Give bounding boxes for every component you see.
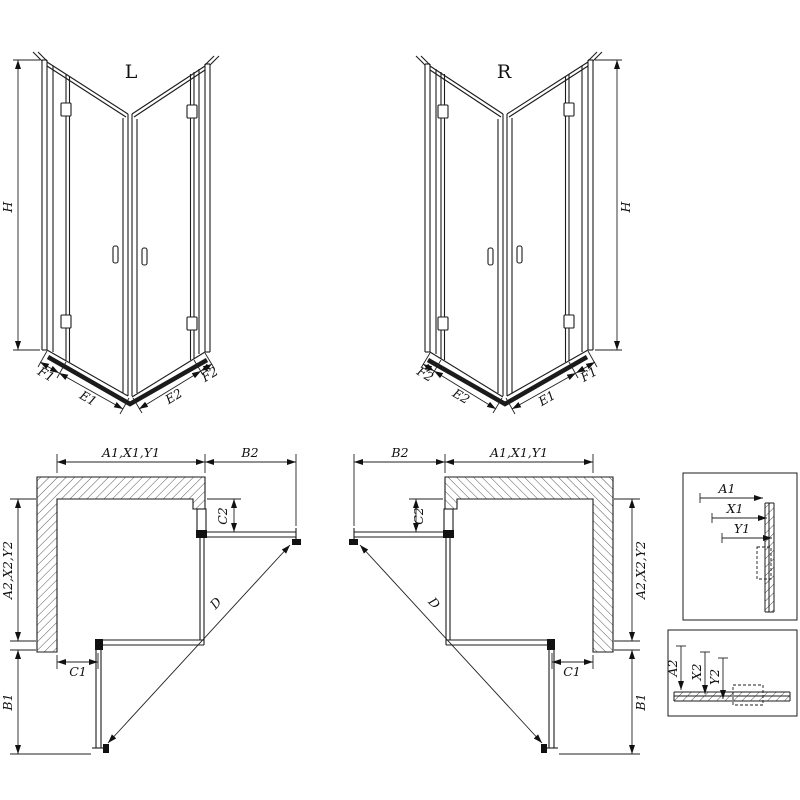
door-width-dim-label-right: B2 [390, 445, 408, 460]
door-length-dim-label-left: B1 [0, 693, 15, 711]
detail-label-y1: Y1 [734, 521, 750, 536]
offset-side-dim-label-left: C1 [69, 664, 87, 679]
door-length-dim-label-right: B1 [633, 693, 648, 711]
dim-label-f2-right: F2 [413, 363, 436, 385]
vertical-profile-section [764, 502, 775, 613]
detail-label-a2: A2 [665, 659, 680, 677]
version-label-right: R [497, 61, 512, 83]
dim-label-f2-left: F2 [198, 363, 221, 385]
plan-view-left [10, 454, 301, 754]
adjustment-range-dashed-bottom [732, 684, 764, 706]
version-label-left: L [125, 61, 138, 83]
detail-profile-bottom: A2 X2 Y2 [665, 629, 798, 717]
height-label-right: H [618, 200, 633, 213]
depth-dim-label-left: A2,X2,Y2 [0, 541, 15, 600]
detail-label-y2: Y2 [707, 669, 722, 685]
plan-right-labels: A1,X1,Y1 B2 C2 A2,X2,Y2 B1 C1 D [390, 445, 648, 712]
detail-bottom-dimensions [676, 645, 728, 699]
detail-label-a1: A1 [718, 481, 736, 496]
detail-top-dimensions [699, 493, 772, 543]
dim-label-e2-right: E2 [449, 385, 472, 407]
width-dim-label-right: A1,X1,Y1 [489, 445, 548, 460]
detail-label-x1: X1 [726, 501, 744, 516]
depth-dim-label-right: A2,X2,Y2 [633, 541, 648, 600]
plan-left-labels: A1,X1,Y1 B2 C2 A2,X2,Y2 B1 C1 D [0, 445, 259, 712]
offset-top-dim-label-right: C2 [411, 507, 426, 525]
diagonal-dim-label-right: D [425, 593, 444, 611]
height-label-left: H [0, 200, 15, 213]
dim-label-e1-left: E1 [76, 387, 99, 409]
adjustment-range-dashed [756, 546, 772, 580]
dim-label-e1-right: E1 [535, 387, 558, 409]
dim-label-f1-left: F1 [34, 363, 57, 385]
width-dim-label-left: A1,X1,Y1 [101, 445, 160, 460]
isometric-view-left [13, 52, 219, 414]
dim-label-e2-left: E2 [162, 385, 185, 407]
offset-side-dim-label-right: C1 [563, 664, 581, 679]
door-width-dim-label-left: B2 [240, 445, 258, 460]
detail-frame-bottom [667, 629, 798, 717]
detail-frame-top [682, 472, 798, 621]
detail-profile-top: A1 X1 Y1 [682, 472, 798, 621]
dim-label-f1-right: F1 [577, 363, 600, 385]
offset-top-dim-label-left: C2 [215, 507, 230, 525]
diagonal-dim-label-left: D [206, 594, 225, 612]
isometric-view-right [416, 52, 622, 414]
horizontal-profile-section [673, 691, 791, 702]
detail-label-x2: X2 [689, 664, 704, 682]
plan-view-right [349, 454, 640, 754]
